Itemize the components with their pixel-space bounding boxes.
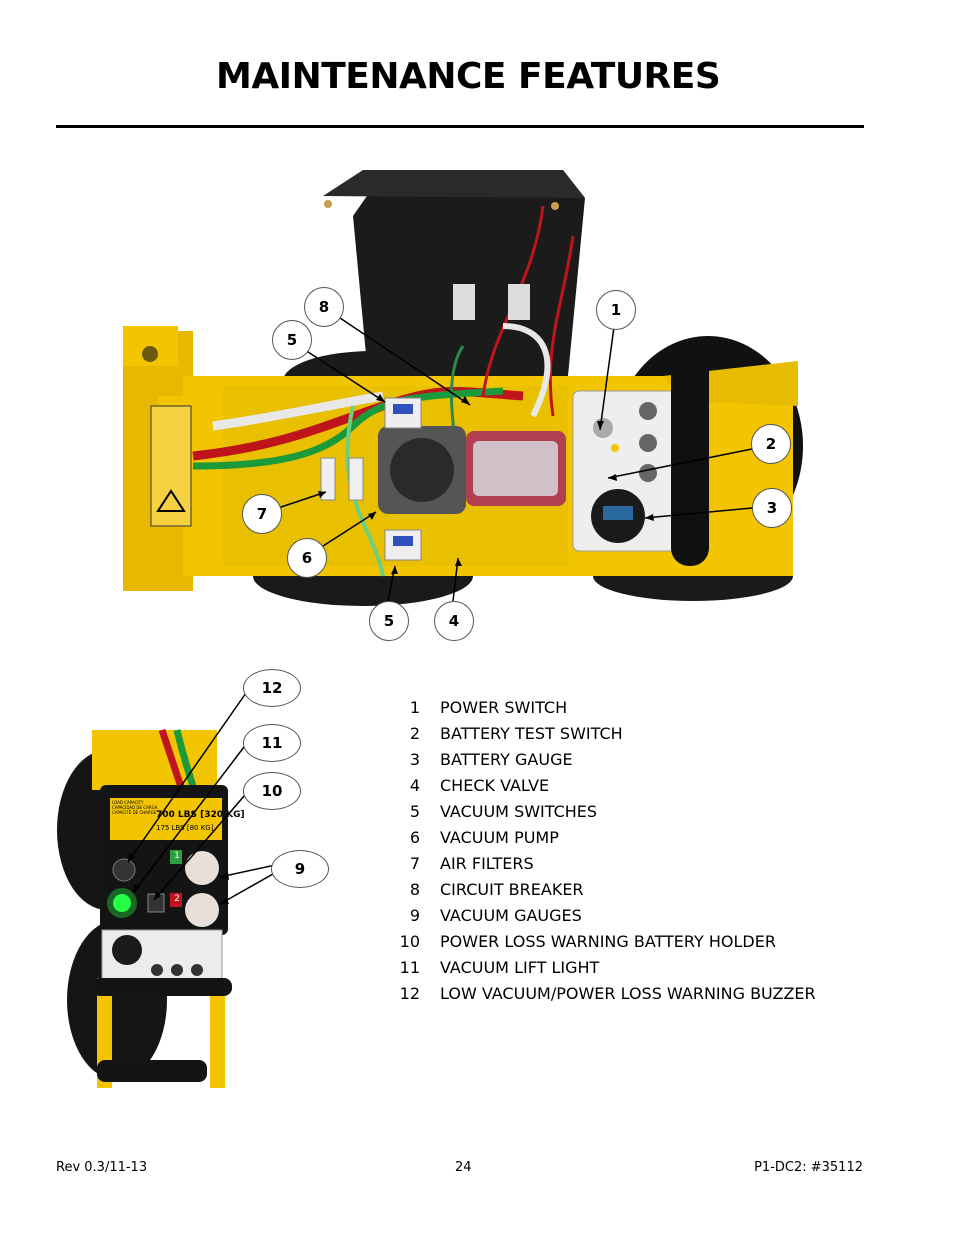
capacity-label-line-2: CAPACIDAD DE CARGA — [112, 805, 158, 810]
legend-number: 1 — [409, 697, 420, 717]
legend-number: 7 — [409, 853, 420, 873]
callout-10: 10 — [243, 772, 301, 810]
legend-item: 12 LOW VACUUM/POWER LOSS WARNING BUZZER — [396, 980, 816, 1006]
legend-item: 10 POWER LOSS WARNING BATTERY HOLDER — [396, 928, 816, 954]
legend-number: 5 — [409, 801, 420, 821]
gauge-2-tag: 2 — [174, 894, 180, 904]
legend-number: 4 — [409, 775, 420, 795]
footer-model: P1-DC2: #35112 — [754, 1160, 863, 1175]
callout-5-lower: 5 — [369, 601, 409, 641]
legend-number: 6 — [409, 827, 420, 847]
callout-8: 8 — [304, 287, 344, 327]
capacity-sub: 175 LBS [80 KG] — [156, 824, 214, 832]
callout-7: 7 — [242, 494, 282, 534]
legend-label: VACUUM LIFT LIGHT — [440, 957, 600, 977]
legend-label: LOW VACUUM/POWER LOSS WARNING BUZZER — [440, 983, 816, 1003]
legend-label: BATTERY TEST SWITCH — [440, 723, 623, 743]
legend-label: AIR FILTERS — [440, 853, 534, 873]
callout-9: 9 — [271, 850, 329, 888]
legend-number: 11 — [399, 957, 420, 977]
footer-revision: Rev 0.3/11-13 — [56, 1160, 148, 1175]
features-legend: 1 POWER SWITCH 2 BATTERY TEST SWITCH 3 BATT… — [396, 694, 816, 1006]
legend-item: 7 AIR FILTERS — [396, 850, 816, 876]
capacity-label: LOAD CAPACITY CAPACIDAD DE CARGA CAPACIT… — [112, 800, 245, 840]
capacity-label-line-1: LOAD CAPACITY — [112, 800, 144, 805]
legend-number: 2 — [409, 723, 420, 743]
callout-5-upper: 5 — [272, 320, 312, 360]
legend-number: 8 — [409, 879, 420, 899]
control-panel-photo — [57, 728, 238, 1090]
capacity-main: 700 LBS [320 KG] — [156, 810, 245, 820]
legend-item: 8 CIRCUIT BREAKER — [396, 876, 816, 902]
legend-label: CHECK VALVE — [440, 775, 550, 795]
legend-label: POWER LOSS WARNING BATTERY HOLDER — [440, 931, 776, 951]
callout-3: 3 — [752, 488, 792, 528]
legend-item: 9 VACUUM GAUGES — [396, 902, 816, 928]
callout-2: 2 — [751, 424, 791, 464]
legend-label: VACUUM PUMP — [440, 827, 559, 847]
legend-label: POWER SWITCH — [440, 697, 568, 717]
legend-item: 4 CHECK VALVE — [396, 772, 816, 798]
callout-11: 11 — [243, 724, 301, 762]
legend-label: VACUUM GAUGES — [440, 905, 582, 925]
gauge-1-tag: 1 — [174, 851, 180, 861]
legend-item: 2 BATTERY TEST SWITCH — [396, 720, 816, 746]
legend-item: 1 POWER SWITCH — [396, 694, 816, 720]
legend-item: 11 VACUUM LIFT LIGHT — [396, 954, 816, 980]
legend-item: 3 BATTERY GAUGE — [396, 746, 816, 772]
callout-4: 4 — [434, 601, 474, 641]
legend-item: 5 VACUUM SWITCHES — [396, 798, 816, 824]
callout-1: 1 — [596, 290, 636, 330]
page-title: MAINTENANCE FEATURES — [216, 56, 721, 97]
legend-number: 9 — [409, 905, 420, 925]
callout-6: 6 — [287, 538, 327, 578]
legend-item: 6 VACUUM PUMP — [396, 824, 816, 850]
legend-label: VACUUM SWITCHES — [440, 801, 598, 821]
legend-number: 10 — [399, 931, 420, 951]
legend-label: CIRCUIT BREAKER — [440, 879, 584, 899]
callout-12: 12 — [243, 669, 301, 707]
legend-label: BATTERY GAUGE — [440, 749, 573, 769]
internal-components-photo — [123, 166, 803, 606]
footer-page-number: 24 — [455, 1160, 472, 1175]
legend-number: 12 — [399, 983, 420, 1003]
capacity-label-line-3: CAPACITÉ DE CHARGE — [112, 810, 157, 815]
title-rule — [56, 125, 864, 128]
legend-number: 3 — [409, 749, 420, 769]
